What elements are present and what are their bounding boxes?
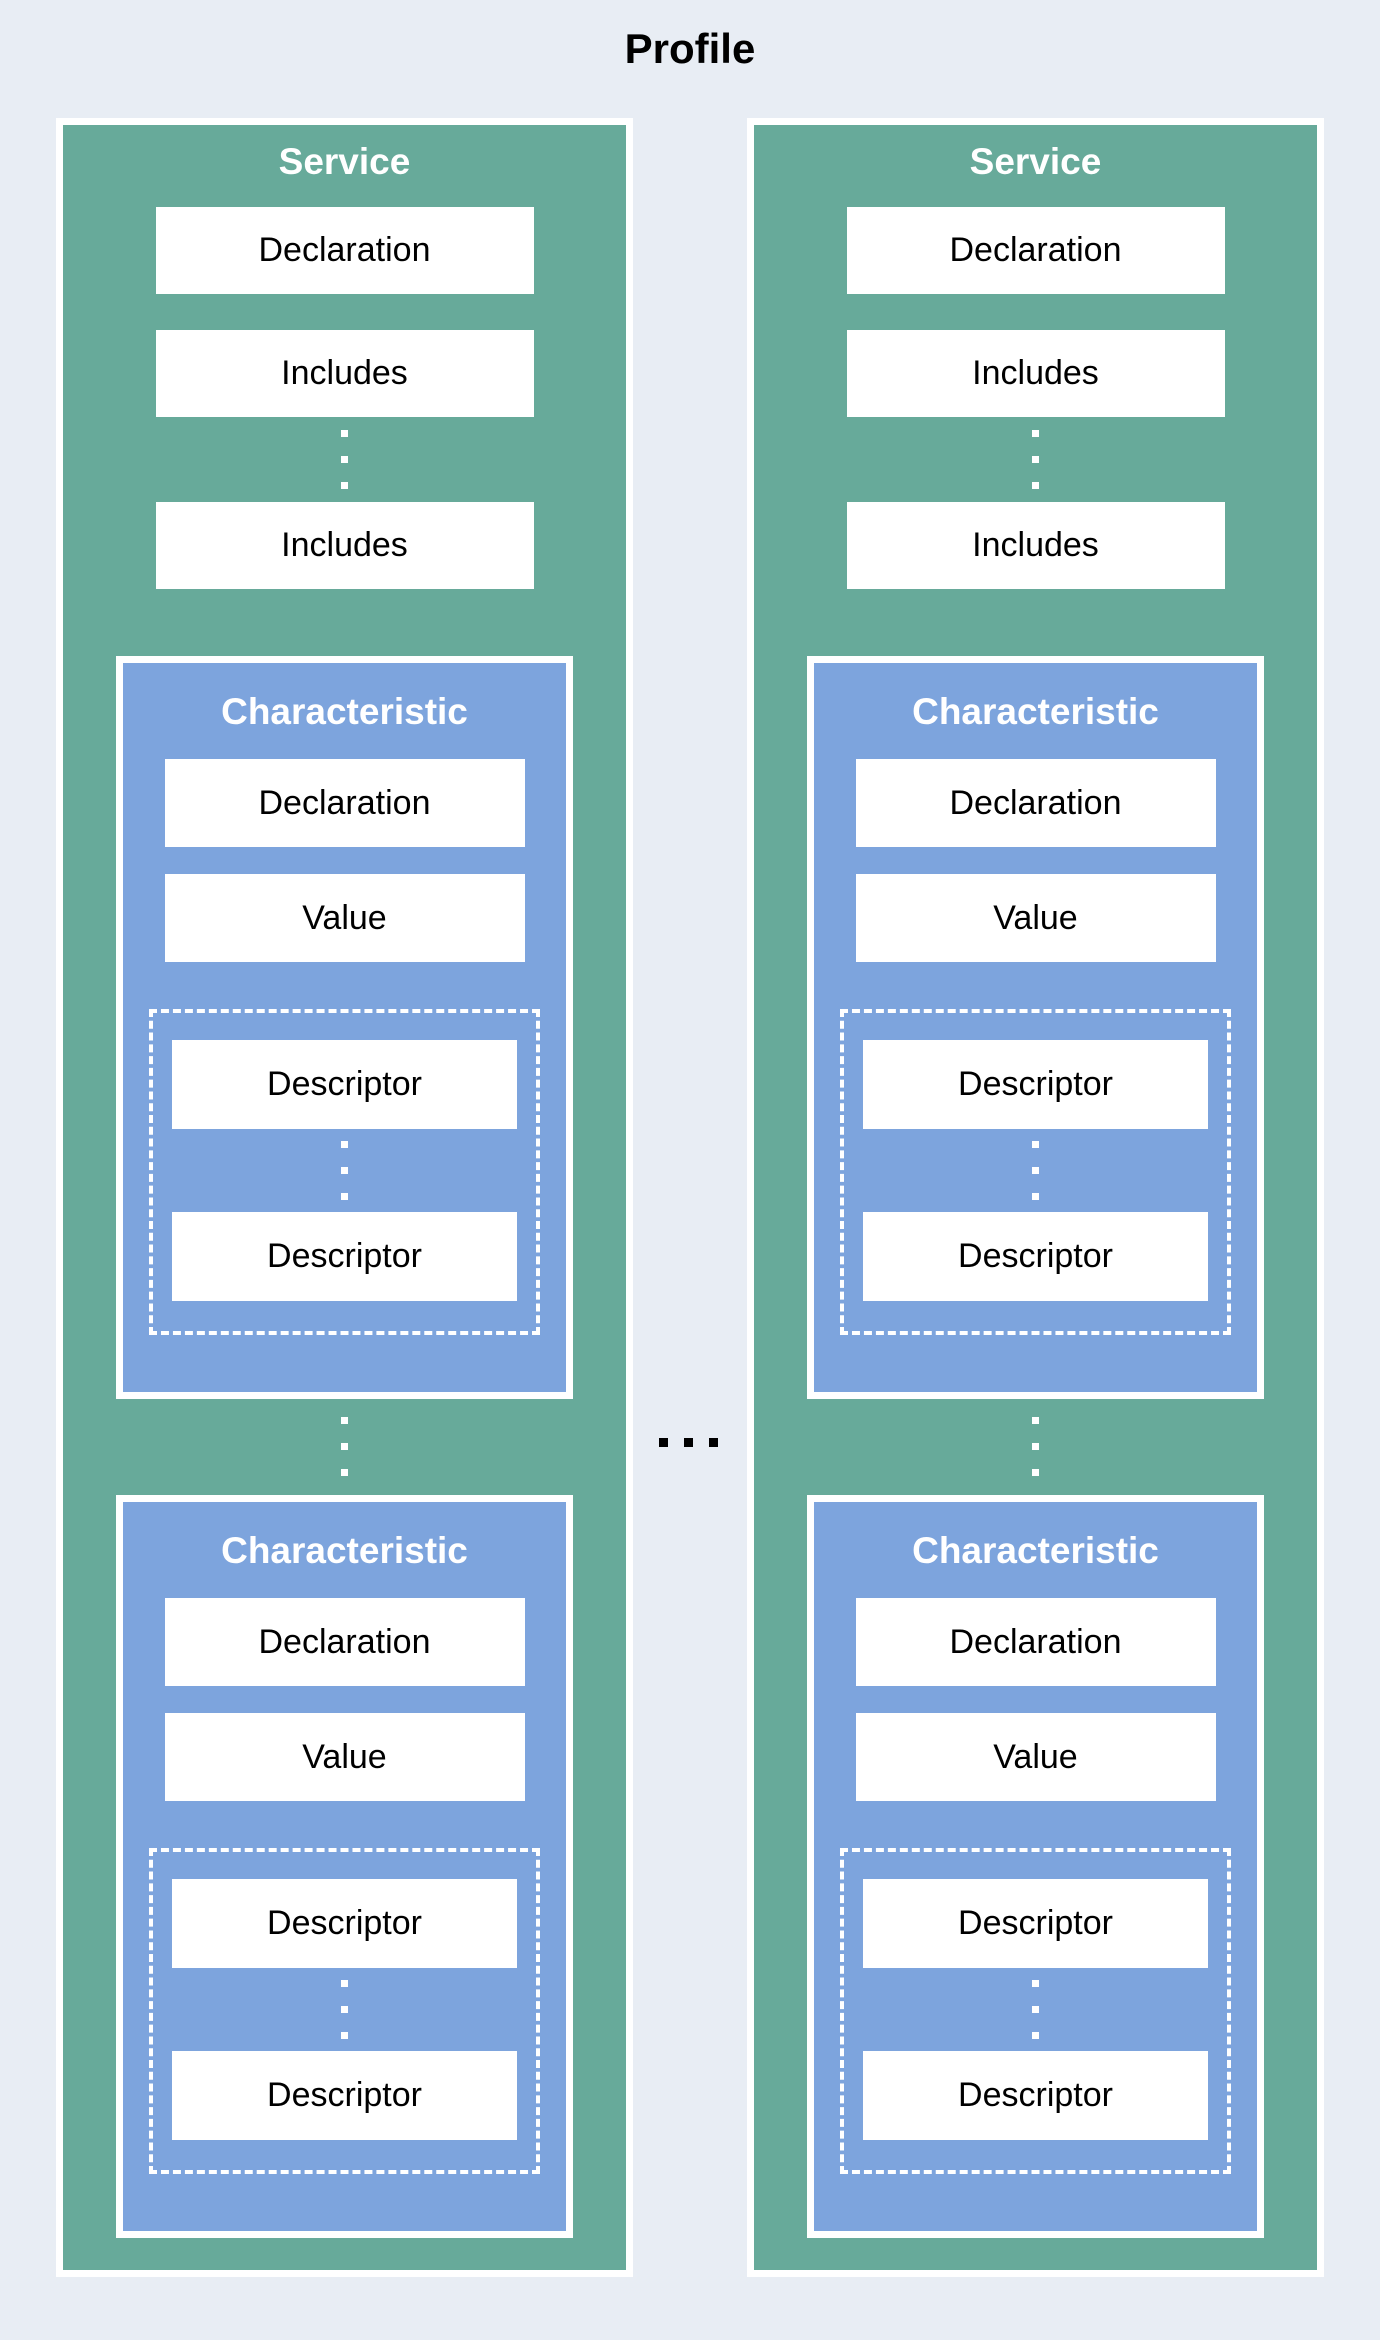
ellipsis-dot <box>1032 482 1039 489</box>
ellipsis-dot <box>341 482 348 489</box>
ellipsis-dot <box>1032 1469 1039 1476</box>
ellipsis-dot <box>1032 1417 1039 1424</box>
ellipsis-dot <box>341 456 348 463</box>
ellipsis-dot <box>1032 430 1039 437</box>
descriptor-box: Descriptor <box>172 1212 517 1301</box>
service-declaration-box: Declaration <box>155 207 534 294</box>
service-includes-box: Includes <box>846 502 1225 589</box>
service-includes-box: Includes <box>155 330 534 417</box>
vertical-ellipsis-icon <box>1032 1417 1039 1476</box>
vertical-ellipsis-icon <box>341 430 348 489</box>
characteristic-declaration-box: Declaration <box>164 759 525 847</box>
ellipsis-dot <box>684 1438 693 1447</box>
characteristic-block: Characteristic Declaration Value Descrip… <box>116 1495 573 2238</box>
ellipsis-dot <box>1032 1443 1039 1450</box>
vertical-ellipsis-icon <box>1032 1980 1039 2039</box>
descriptor-box: Descriptor <box>172 2051 517 2140</box>
service-declaration-box: Declaration <box>846 207 1225 294</box>
vertical-ellipsis-icon <box>341 1417 348 1476</box>
service-block: Service Declaration Includes Includes Ch… <box>747 118 1324 2277</box>
ellipsis-dot <box>1032 1141 1039 1148</box>
descriptor-group: Descriptor Descriptor <box>149 1009 540 1335</box>
ellipsis-dot <box>341 2006 348 2013</box>
descriptor-box: Descriptor <box>863 1212 1208 1301</box>
ellipsis-dot <box>659 1438 668 1447</box>
ellipsis-dot <box>341 1469 348 1476</box>
services-container: Service Declaration Includes Includes Ch… <box>0 118 1380 2277</box>
ellipsis-dot <box>341 430 348 437</box>
characteristic-value-box: Value <box>855 874 1216 962</box>
descriptor-box: Descriptor <box>172 1879 517 1968</box>
horizontal-ellipsis-icon <box>659 1438 718 1447</box>
characteristic-value-box: Value <box>164 874 525 962</box>
service-title: Service <box>278 141 411 182</box>
ellipsis-dot <box>1032 1167 1039 1174</box>
vertical-ellipsis-icon <box>1032 1141 1039 1200</box>
characteristic-block: Characteristic Declaration Value Descrip… <box>807 656 1264 1399</box>
ellipsis-dot <box>1032 456 1039 463</box>
characteristic-title: Characteristic <box>221 691 468 732</box>
vertical-ellipsis-icon <box>341 1141 348 1200</box>
service-block: Service Declaration Includes Includes Ch… <box>56 118 633 2277</box>
characteristic-title: Characteristic <box>912 691 1159 732</box>
descriptor-box: Descriptor <box>863 1879 1208 1968</box>
page-title: Profile <box>624 25 756 72</box>
service-includes-box: Includes <box>846 330 1225 417</box>
vertical-ellipsis-icon <box>1032 430 1039 489</box>
characteristic-block: Characteristic Declaration Value Descrip… <box>116 656 573 1399</box>
descriptor-group: Descriptor Descriptor <box>840 1848 1231 2174</box>
characteristic-value-box: Value <box>164 1713 525 1801</box>
characteristic-title: Characteristic <box>912 1530 1159 1571</box>
descriptor-box: Descriptor <box>863 1040 1208 1129</box>
characteristic-declaration-box: Declaration <box>164 1598 525 1686</box>
ellipsis-dot <box>341 1443 348 1450</box>
ellipsis-dot <box>341 2032 348 2039</box>
ellipsis-dot <box>341 1193 348 1200</box>
service-includes-box: Includes <box>155 502 534 589</box>
ellipsis-dot <box>341 1980 348 1987</box>
characteristic-declaration-box: Declaration <box>855 759 1216 847</box>
descriptor-group: Descriptor Descriptor <box>149 1848 540 2174</box>
descriptor-box: Descriptor <box>863 2051 1208 2140</box>
vertical-ellipsis-icon <box>341 1980 348 2039</box>
descriptor-box: Descriptor <box>172 1040 517 1129</box>
characteristic-declaration-box: Declaration <box>855 1598 1216 1686</box>
characteristic-value-box: Value <box>855 1713 1216 1801</box>
characteristic-title: Characteristic <box>221 1530 468 1571</box>
ellipsis-dot <box>1032 1193 1039 1200</box>
characteristic-block: Characteristic Declaration Value Descrip… <box>807 1495 1264 2238</box>
ellipsis-dot <box>341 1417 348 1424</box>
ellipsis-dot <box>1032 2032 1039 2039</box>
ellipsis-dot <box>1032 2006 1039 2013</box>
ellipsis-dot <box>341 1141 348 1148</box>
service-title: Service <box>969 141 1102 182</box>
descriptor-group: Descriptor Descriptor <box>840 1009 1231 1335</box>
ellipsis-dot <box>341 1167 348 1174</box>
ellipsis-dot <box>1032 1980 1039 1987</box>
ellipsis-dot <box>709 1438 718 1447</box>
